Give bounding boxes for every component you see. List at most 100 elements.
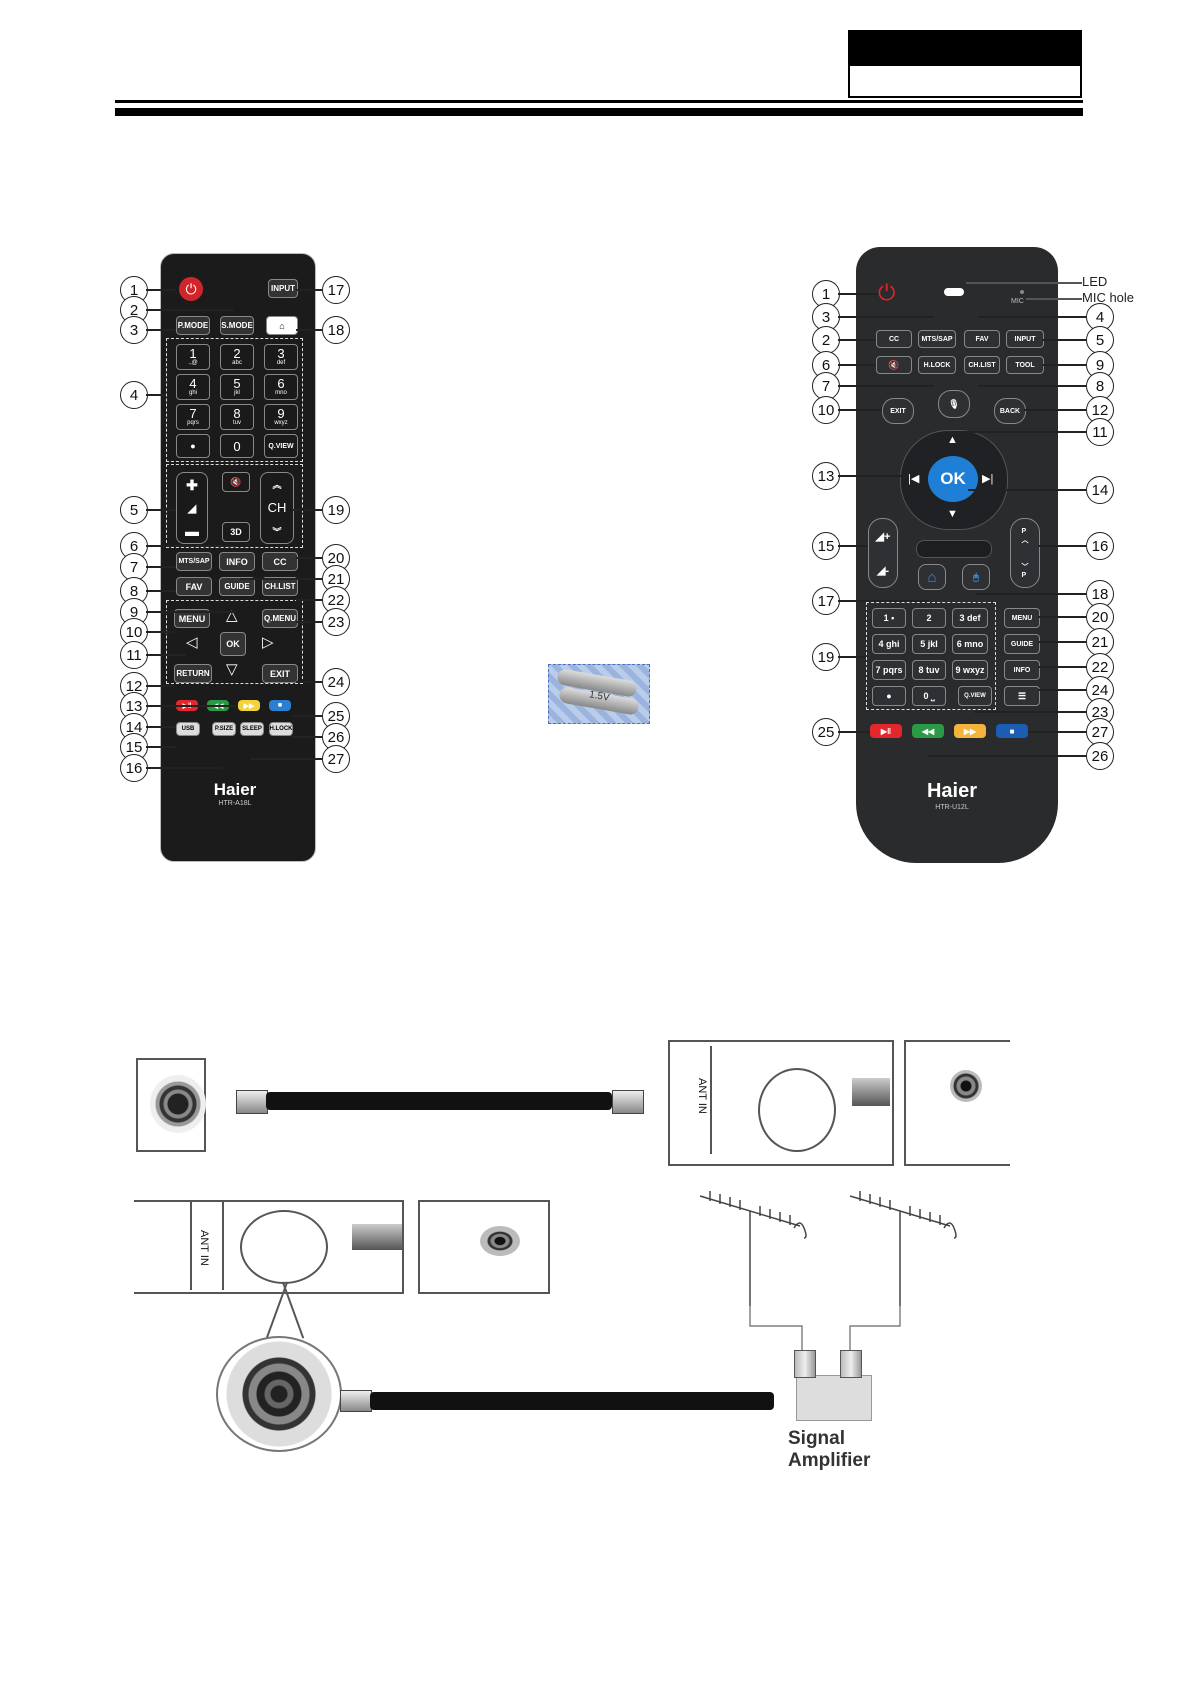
callout-27: 27	[1086, 718, 1114, 746]
dot-key[interactable]: ●	[872, 686, 906, 706]
psize-button[interactable]: P.SIZE	[212, 722, 236, 736]
key-7[interactable]: 7 pqrs	[872, 660, 906, 680]
exit-button[interactable]: EXIT	[262, 664, 298, 683]
header-black-tab	[848, 30, 1082, 66]
mic-button[interactable]: 🎙	[938, 390, 970, 418]
mute-button[interactable]: 🔇	[876, 356, 912, 374]
mouse-button[interactable]: 🖱	[962, 564, 990, 590]
key-8[interactable]: 8 tuv	[912, 660, 946, 680]
key-1[interactable]: 1 •	[872, 608, 906, 628]
qview-button[interactable]: Q.VIEW	[264, 434, 298, 458]
key-1[interactable]: 1.,@	[176, 344, 210, 370]
hlock-button[interactable]: H.LOCK	[269, 722, 293, 736]
menu-button[interactable]: MENU	[174, 609, 210, 628]
ok-button[interactable]: OK	[928, 456, 978, 502]
key-2[interactable]: 2	[912, 608, 946, 628]
callout-leader	[1028, 731, 1086, 733]
red-play-pause-button[interactable]: ▶‖	[870, 724, 902, 738]
amp-label-line: Signal	[788, 1428, 846, 1449]
exit-button[interactable]: EXIT	[882, 398, 914, 424]
ok-button[interactable]: OK	[220, 632, 246, 656]
home-button[interactable]: ⌂	[266, 316, 298, 335]
usb-button[interactable]: USB	[176, 722, 200, 736]
nav-left-icon[interactable]: ◁	[186, 634, 198, 651]
info-button[interactable]: INFO	[219, 552, 255, 571]
callout-leader	[1038, 666, 1086, 668]
chlist-button[interactable]: CH.LIST	[964, 356, 1000, 374]
pmode-button[interactable]: P.MODE	[176, 316, 210, 335]
callout-16: 16	[120, 754, 148, 782]
tool-button[interactable]: TOOL	[1006, 356, 1044, 374]
key-num: 3	[277, 346, 285, 361]
3d-button[interactable]: 3D	[222, 522, 250, 542]
dot-key[interactable]: ●	[176, 434, 210, 458]
mute-button[interactable]: 🔇	[222, 472, 250, 492]
chlist-button[interactable]: CH.LIST	[262, 577, 298, 596]
ant-socket-oval	[758, 1068, 836, 1152]
callout-leader	[838, 600, 930, 602]
fav-button[interactable]: FAV	[176, 577, 212, 596]
green-rewind-button[interactable]: ◀◀	[912, 724, 944, 738]
fav-button[interactable]: FAV	[964, 330, 1000, 348]
back-button[interactable]: BACK	[994, 398, 1026, 424]
input-button[interactable]: INPUT	[1006, 330, 1044, 348]
nav-up-icon[interactable]: ▲	[947, 434, 958, 446]
nav-down-icon[interactable]: ▽	[226, 661, 238, 678]
menu-button[interactable]: MENU	[1004, 608, 1040, 628]
home-icon: ⌂	[927, 568, 937, 586]
blue-stop-button[interactable]: ■	[269, 700, 291, 711]
return-button[interactable]: RETURN	[174, 664, 212, 683]
nav-down-icon[interactable]: ▼	[947, 508, 958, 520]
mts-sap-button[interactable]: MTS/SAP	[918, 330, 956, 348]
volume-up-icon: ✚	[186, 477, 198, 493]
nav-right-icon[interactable]: ▷	[262, 634, 274, 651]
yellow-forward-button[interactable]: ▶▶	[954, 724, 986, 738]
hlock-button[interactable]: H.LOCK	[918, 356, 956, 374]
callout-leader	[296, 289, 322, 291]
key-6[interactable]: 6 mno	[952, 634, 988, 654]
callout-leader	[146, 545, 236, 547]
mts-sap-button[interactable]: MTS/SAP	[176, 552, 212, 571]
yellow-forward-button[interactable]: ▶▶	[238, 700, 260, 711]
key-0[interactable]: 0 ⎵	[912, 686, 946, 706]
callout-8: 8	[1086, 372, 1114, 400]
home-button[interactable]: ⌂	[918, 564, 946, 590]
key-5[interactable]: 5 jkl	[912, 634, 946, 654]
guide-button[interactable]: GUIDE	[219, 577, 255, 596]
nav-left-icon[interactable]: |◀	[908, 473, 920, 485]
power-icon[interactable]: ⏻	[878, 280, 896, 305]
blue-stop-button[interactable]: ■	[996, 724, 1028, 738]
key-9[interactable]: 9 wxyz	[952, 660, 988, 680]
key-num: 8	[233, 406, 241, 421]
cc-button[interactable]: CC	[876, 330, 912, 348]
qmenu-button[interactable]: Q.MENU	[262, 609, 298, 628]
key-4[interactable]: 4 ghi	[872, 634, 906, 654]
program-rocker[interactable]: P︿ ﹀P	[1010, 518, 1040, 588]
qview-button[interactable]: Q.VIEW	[958, 686, 992, 706]
smode-button[interactable]: S.MODE	[220, 316, 254, 335]
key-0[interactable]: 0	[220, 434, 254, 458]
power-button[interactable]: ⏻	[179, 277, 203, 301]
input-button[interactable]: INPUT	[268, 279, 298, 298]
nav-up-icon[interactable]: △	[226, 607, 238, 624]
list-button[interactable]: ☰	[1004, 686, 1040, 706]
key-3[interactable]: 3 def	[952, 608, 988, 628]
volume-rocker[interactable]: ✚ ◢ ▬	[176, 472, 208, 544]
mic-hole	[1020, 290, 1024, 294]
volume-rocker[interactable]: ◢+ ◢-	[868, 518, 898, 588]
sleep-button[interactable]: SLEEP	[240, 722, 264, 736]
guide-button[interactable]: GUIDE	[1004, 634, 1040, 654]
program-down: ﹀P	[1021, 563, 1029, 579]
nav-right-icon[interactable]: ▶|	[982, 473, 994, 485]
info-button[interactable]: INFO	[1004, 660, 1040, 680]
cc-button[interactable]: CC	[262, 552, 298, 571]
channel-rocker[interactable]: ︽ CH ︾	[260, 472, 294, 544]
